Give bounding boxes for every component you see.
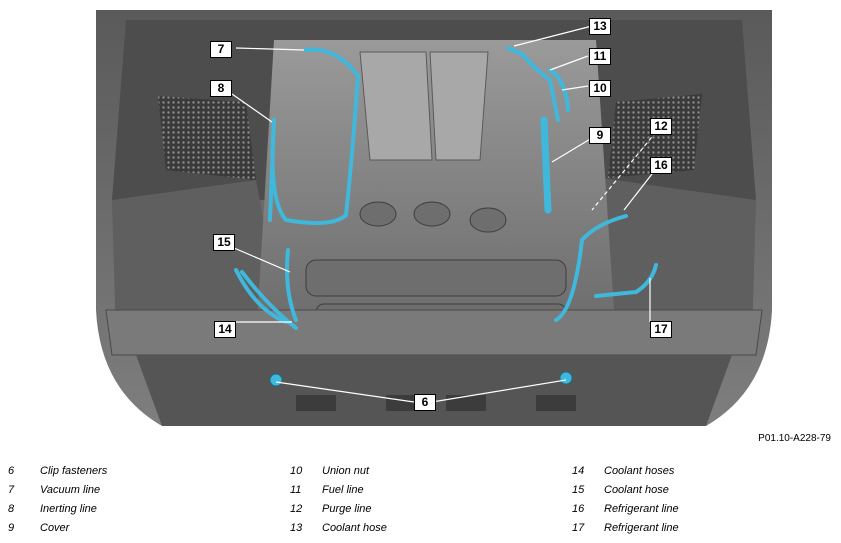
fuel-line <box>520 52 560 122</box>
clip-fastener-right <box>559 371 573 385</box>
vacuum-line <box>270 47 361 226</box>
callout-9: 9 <box>589 127 611 144</box>
engine-cover-left <box>359 51 433 161</box>
legend-number: 7 <box>8 484 15 496</box>
legend-number: 11 <box>290 484 302 496</box>
union-nut-line <box>548 68 570 112</box>
legend-number: 15 <box>572 484 585 496</box>
callout-12: 12 <box>650 118 672 135</box>
left-fender <box>112 180 286 340</box>
legend-number: 14 <box>572 465 585 477</box>
left-vent-mesh <box>158 96 256 180</box>
coolant-hose-13 <box>506 46 524 56</box>
refrigerant-line-16 <box>554 214 628 322</box>
right-vent-mesh <box>608 94 702 178</box>
legend-text: Coolant hose <box>604 484 669 496</box>
legend-text: Clip fasteners <box>40 465 108 477</box>
legend-text: Cover <box>40 522 70 534</box>
coolant-hose-15 <box>285 248 298 322</box>
legend-text: Fuel line <box>322 484 364 496</box>
callout-13: 13 <box>589 18 611 35</box>
legend-number: 13 <box>290 522 303 534</box>
callout-11: 11 <box>589 48 611 65</box>
legend-text: Refrigerant line <box>604 522 679 534</box>
callout-17: 17 <box>650 321 672 338</box>
legend: 6 Clip fasteners 7 Vacuum line 8 Inertin… <box>0 462 841 542</box>
legend-number: 10 <box>290 465 303 477</box>
callout-7: 7 <box>210 41 232 58</box>
legend-text: Purge line <box>322 503 372 515</box>
legend-number: 17 <box>572 522 585 534</box>
clip-fastener-left <box>269 373 283 387</box>
legend-text: Vacuum line <box>40 484 101 496</box>
callout-14: 14 <box>214 321 236 338</box>
legend-text: Union nut <box>322 465 370 477</box>
refrigerant-line-17 <box>594 263 658 298</box>
callout-6: 6 <box>414 394 436 411</box>
legend-text: Coolant hoses <box>604 465 675 477</box>
inerting-line <box>268 118 276 222</box>
legend-text: Coolant hose <box>322 522 387 534</box>
callout-8: 8 <box>210 80 232 97</box>
legend-number: 16 <box>572 503 585 515</box>
engine-cover-right <box>429 51 489 161</box>
callout-16: 16 <box>650 157 672 174</box>
front-crossmember <box>105 309 763 356</box>
legend-text: Inerting line <box>40 503 97 515</box>
legend-number: 12 <box>290 503 303 515</box>
legend-text: Refrigerant line <box>604 503 679 515</box>
front-bumper <box>136 355 732 426</box>
callout-15: 15 <box>213 234 235 251</box>
legend-number: 9 <box>8 522 15 534</box>
legend-number: 8 <box>8 503 15 515</box>
callout-10: 10 <box>589 80 611 97</box>
engine-compartment-illustration <box>96 10 772 426</box>
legend-number: 6 <box>8 465 15 477</box>
coolant-hoses-14 <box>234 268 298 330</box>
figure-reference: P01.10-A228-79 <box>758 433 831 444</box>
cover-9 <box>540 116 552 214</box>
